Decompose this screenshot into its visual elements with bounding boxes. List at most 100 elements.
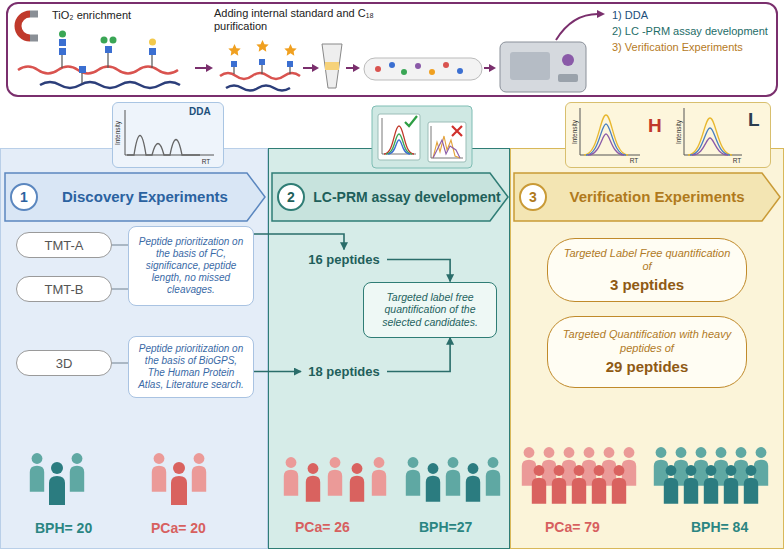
bracket-line [112, 288, 128, 289]
glycopeptides [226, 86, 290, 91]
pca-cohort-icon [562, 447, 576, 486]
pca-cohort-icon [372, 457, 386, 496]
peptide-chains [18, 67, 180, 89]
criteria-text: Peptide prioritization on the basis of B… [137, 343, 245, 391]
pca-cohort-icon [284, 457, 298, 496]
pca-cohort-icon [582, 447, 596, 486]
pca-cohort-icon [328, 457, 342, 496]
pca-cohort-icon [532, 465, 546, 504]
glycopeptides [220, 73, 300, 79]
cohort-count: BPH=27 [419, 519, 472, 535]
bracket-line [112, 244, 128, 245]
bph-cohort-icon [714, 447, 728, 486]
step-number: 3 [519, 183, 547, 211]
axis-label: Intensity [572, 120, 579, 144]
step-number: 1 [10, 183, 38, 211]
glycopeptides [231, 61, 237, 67]
heavy-light-chromatograms [580, 108, 742, 155]
lc-column [401, 69, 407, 75]
axis-label: RT [733, 158, 742, 165]
glycan-trees [110, 37, 117, 44]
cohort-count: BPH= 20 [35, 520, 92, 536]
step-number: 2 [277, 183, 305, 211]
glycopeptides [220, 40, 300, 91]
step-number-text: 2 [287, 189, 295, 205]
glycan-trees [59, 39, 66, 46]
step-number-text: 3 [529, 189, 537, 205]
assay-inset [431, 126, 463, 158]
pipette-tip [322, 44, 342, 88]
workflow-step: 3) Verification Experiments [612, 41, 743, 53]
bph-cohort-icon [694, 447, 708, 486]
bph-cohort-icon [30, 453, 84, 505]
pca-cohort-icon [612, 465, 626, 504]
glycan-trees [59, 31, 66, 38]
pill-text: TMT-B [45, 282, 84, 297]
mass-spectrometer [562, 54, 574, 66]
lc-column [443, 62, 449, 68]
glycopeptides [259, 59, 265, 65]
bph-cohort-icon [49, 462, 65, 505]
bph-cohort-icon [406, 457, 500, 502]
mass-spectrometer [500, 42, 586, 92]
chromatogram [127, 136, 200, 156]
assay-inset [405, 116, 417, 126]
glycan-trees [62, 50, 152, 83]
bph-cohort-icon [754, 447, 768, 486]
peptide-count: 18 peptides [301, 362, 387, 382]
process-arrow [206, 64, 213, 72]
chromatogram [125, 110, 214, 155]
step-number-text: 1 [20, 189, 28, 205]
sample-pill: TMT-A [16, 232, 112, 258]
peptide-chains [18, 67, 178, 74]
pipette-tip [322, 44, 342, 88]
process-arrow [312, 64, 319, 72]
heavy-light-chromatograms [690, 128, 730, 155]
glycopeptides [287, 61, 293, 67]
glycan-trees [59, 31, 156, 84]
pca-cohort-icon [284, 457, 386, 502]
cohort-count: PCa= 20 [151, 520, 206, 536]
glycan-trees [79, 66, 86, 73]
bph-cohort-icon [446, 457, 460, 496]
lc-column [364, 58, 482, 80]
bph-cohort-icon [734, 447, 748, 486]
chevron-outline [272, 173, 508, 221]
peptide-count-text: 3 peptides [610, 276, 684, 293]
stage-title: Verification Experiments [551, 172, 763, 222]
assay-inset [382, 118, 416, 154]
mass-spectrometer [500, 42, 586, 92]
cohort-count: PCa= 79 [545, 519, 600, 535]
magnet-icon [30, 35, 38, 42]
process-arrow [346, 67, 354, 69]
method-oval: Targeted Label Free quantification of3 p… [547, 238, 747, 303]
heavy-light-chromatograms [692, 138, 728, 155]
workflow-step: 1) DDA [612, 9, 648, 21]
bph-cohort-icon [30, 453, 44, 492]
stage-chevron: Verification Experiments 3 [513, 172, 781, 222]
bph-cohort-icon [654, 447, 668, 486]
method-text: Targeted label free quantification of th… [372, 291, 488, 329]
process-arrow [303, 67, 313, 69]
pill-text: 3D [56, 356, 73, 371]
bph-cohort-icon [684, 465, 698, 504]
isotope-tag: H [648, 115, 662, 137]
criteria-box: Peptide prioritization on the basis of B… [128, 336, 254, 398]
stage-chevron: LC-PRM assay development2 [271, 172, 509, 222]
output-arrow [597, 10, 605, 18]
pill-text: TMT-A [45, 238, 84, 253]
pca-cohort-icon [572, 465, 586, 504]
lc-column [375, 66, 381, 72]
sample-pill: 3D [16, 350, 112, 376]
inset-title: DDA [189, 106, 211, 117]
glycan-trees [101, 37, 108, 44]
axis-label: Intensity [115, 121, 122, 145]
peptide-count-text: 18 peptides [308, 364, 380, 379]
criteria-box: Peptide prioritization on the basis of F… [128, 226, 254, 306]
output-arrow [556, 10, 605, 40]
assay-inset [388, 140, 410, 154]
glycan-trees [149, 48, 156, 55]
